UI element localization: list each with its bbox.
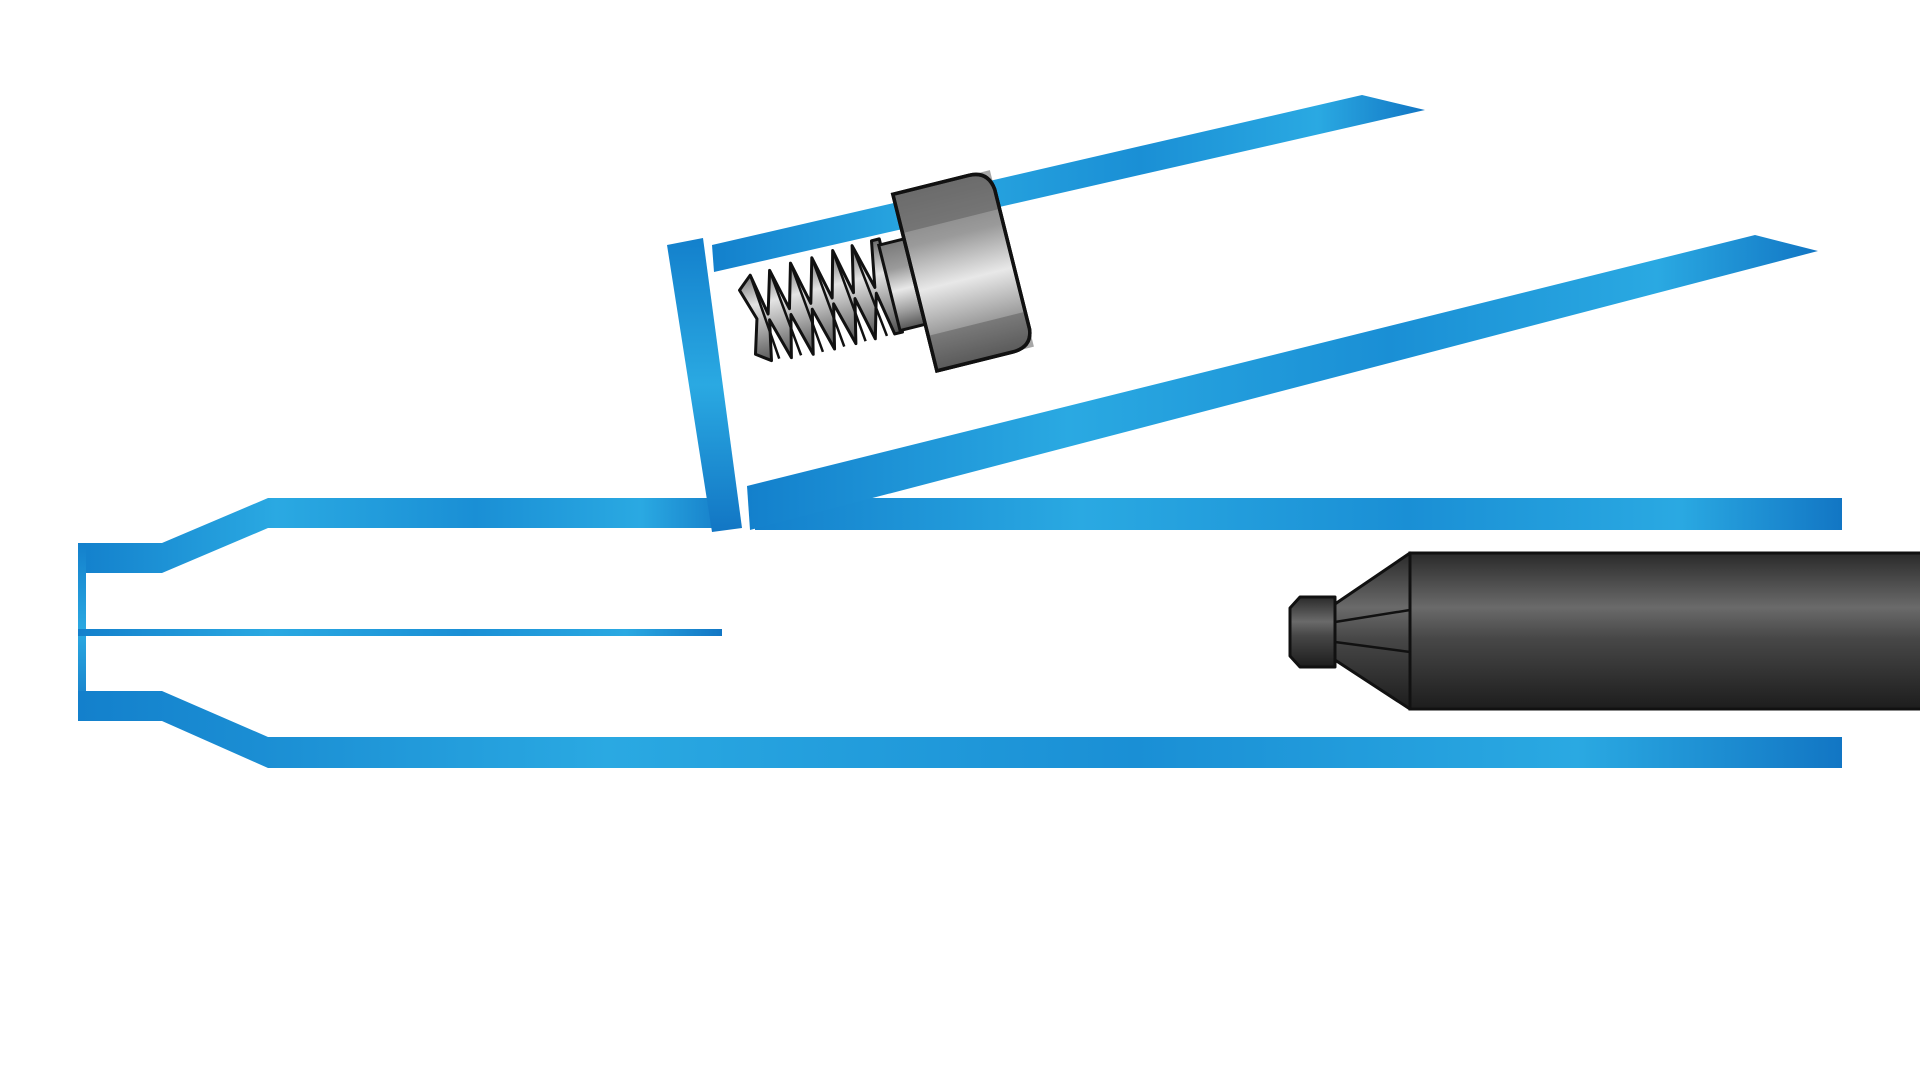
branch-end-wall: [667, 238, 742, 532]
driver-facets: [1334, 608, 1411, 654]
branch-upper-wall: [712, 95, 1425, 272]
tube-lower-wall: [78, 691, 1842, 768]
driver-shaft: [1408, 551, 1920, 711]
main-tube: [78, 498, 1842, 768]
screw-head-shade-top: [892, 170, 1000, 234]
tube-centre-divider: [78, 629, 722, 636]
screw-thread: [738, 237, 904, 363]
branch-lower-wall: [747, 235, 1818, 530]
screw-head-shade-bottom: [928, 311, 1034, 371]
driver-hex-nose: [1288, 595, 1337, 669]
branch-tube: [667, 95, 1818, 532]
tube-upper-wall-right: [755, 498, 1842, 530]
tube-upper-wall-left: [78, 498, 740, 573]
hex-key-driver-icon: [1288, 551, 1920, 711]
socket-head-cap-screw-icon: [738, 170, 1034, 373]
